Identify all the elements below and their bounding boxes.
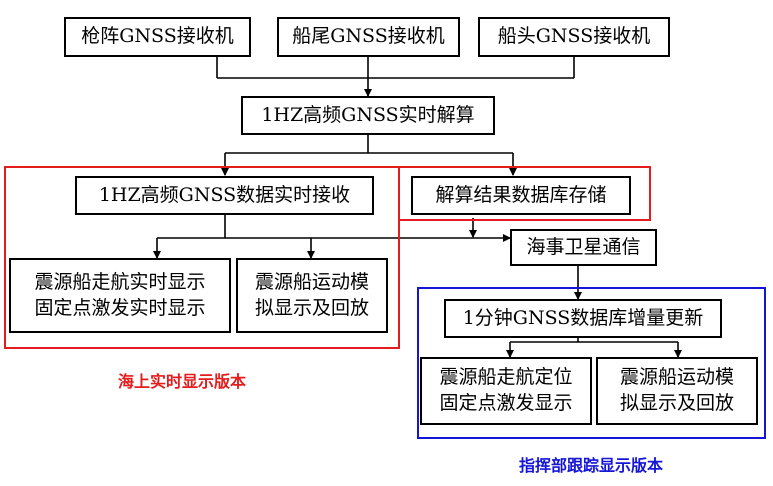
- sea-motion-playback-box: 震源船运动模 拟显示及回放: [236, 258, 388, 333]
- realtime-solve-box: 1HZ高频GNSS实时解算: [241, 96, 495, 135]
- sea-version-label: 海上实时显示版本: [118, 372, 247, 391]
- cmd-motion-line-1: 震源船运动模: [619, 366, 734, 389]
- sea-nav-display-box: 震源船走航实时显示 固定点激发实时显示: [9, 258, 231, 333]
- cmd-nav-line-1: 震源船走航定位: [439, 366, 573, 389]
- head-receiver-box: 船头GNSS接收机: [478, 17, 670, 57]
- cmd-motion-playback-box: 震源船运动模 拟显示及回放: [596, 357, 758, 425]
- realtime-receive-box: 1HZ高频GNSS数据实时接收: [75, 176, 374, 215]
- sea-motion-line-1: 震源船运动模: [254, 270, 369, 293]
- sea-motion-line-2: 拟显示及回放: [254, 296, 369, 319]
- cmd-nav-line-2: 固定点激发显示: [439, 392, 573, 414]
- command-version-label: 指挥部跟踪显示版本: [519, 456, 664, 475]
- cmd-motion-line-2: 拟显示及回放: [619, 392, 734, 414]
- sea-version-frame: [4, 166, 400, 349]
- cmd-nav-display-box: 震源船走航定位 固定点激发显示: [420, 357, 592, 425]
- sea-nav-line-1: 震源船走航实时显示: [34, 270, 206, 293]
- stern-receiver-box: 船尾GNSS接收机: [277, 17, 460, 57]
- maritime-satellite-box: 海事卫星通信: [510, 229, 657, 266]
- command-version-frame: [417, 287, 766, 439]
- result-db-store-box: 解算结果数据库存储: [411, 176, 631, 215]
- sea-nav-line-2: 固定点激发实时显示: [34, 296, 206, 319]
- bow-receiver-box: 枪阵GNSS接收机: [64, 17, 251, 57]
- db-incremental-update-box: 1分钟GNSS数据库增量更新: [444, 299, 722, 338]
- store-highlight-frame: [398, 166, 651, 221]
